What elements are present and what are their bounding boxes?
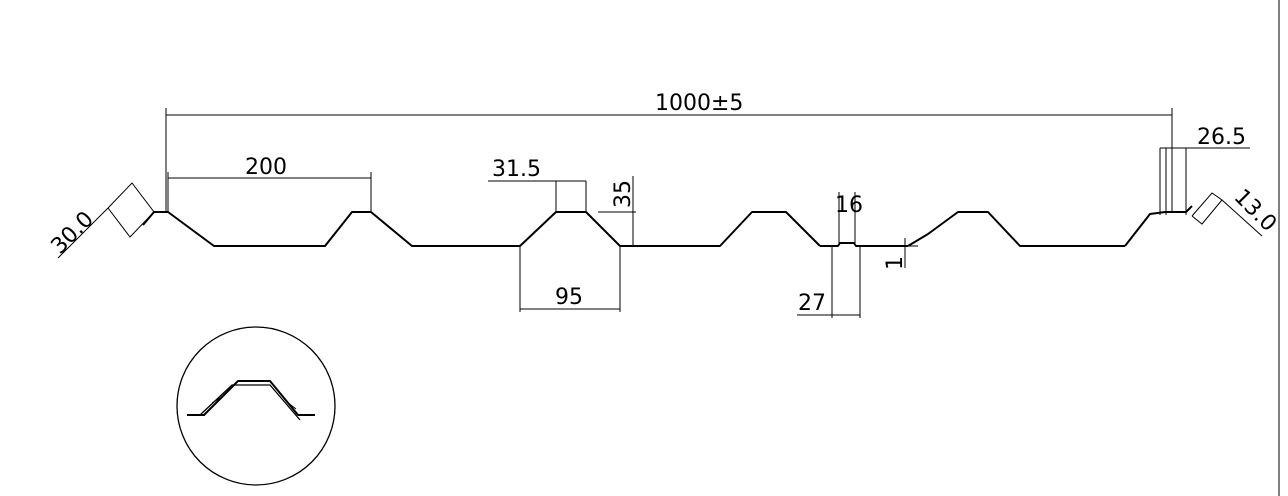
label-stiffener-depth: 1: [883, 256, 908, 270]
dimension-stiffener-width: 16: [835, 192, 863, 243]
dimension-rib-base-width: 95: [519, 246, 621, 312]
trapezoidal-profile: [142, 205, 1193, 247]
dimension-right-edge-angle: 13.0: [1191, 185, 1281, 237]
label-rib-base-width: 95: [555, 285, 583, 310]
label-rib-height: 35: [611, 180, 636, 208]
label-right-edge-width: 26.5: [1197, 125, 1246, 150]
label-overall-width: 1000±5: [655, 91, 743, 116]
dimension-rib-height: 35: [598, 176, 636, 247]
dimension-stiffener-depth: 1: [883, 238, 918, 270]
dimension-right-edge-width: 26.5: [1159, 125, 1250, 215]
label-rib-top-width: 31.5: [492, 157, 541, 182]
dimension-stiffener-spacing: 27: [797, 246, 861, 318]
dimension-overall-width: 1000±5: [165, 91, 1173, 212]
label-left-edge-angle: 30.0: [47, 207, 99, 259]
dimension-rib-top-width: 31.5: [488, 157, 587, 212]
dimension-pitch: 200: [167, 155, 372, 212]
dimension-left-edge-angle: 30.0: [47, 182, 155, 259]
label-stiffener-width: 16: [835, 193, 863, 218]
label-stiffener-spacing: 27: [798, 291, 826, 316]
label-pitch: 200: [245, 155, 287, 180]
detail-view-circle: [176, 326, 336, 486]
